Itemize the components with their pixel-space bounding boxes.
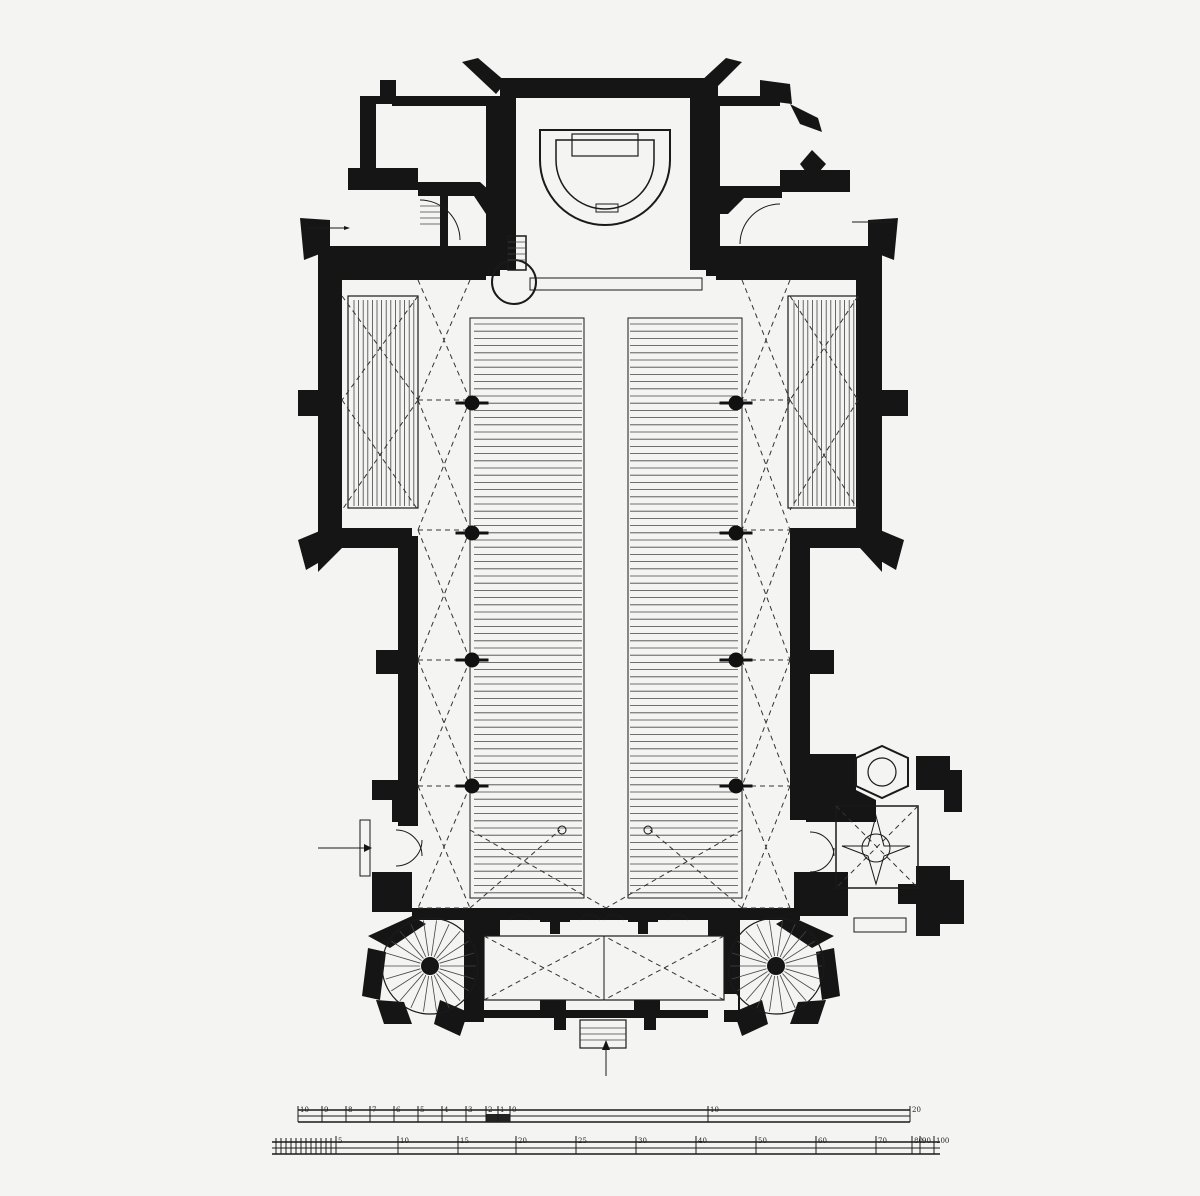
scale-primary-tick-label: 20 (912, 1106, 921, 1114)
scale-secondary-tick-label: 50 (758, 1137, 767, 1145)
scale-primary-tick-label: 4 (444, 1106, 449, 1114)
side-chapel (806, 744, 964, 936)
scale-secondary-tick-label: 60 (818, 1137, 827, 1145)
scale-secondary-tick-label: 20 (518, 1137, 527, 1145)
scale-primary-tick-label: 2 (488, 1106, 492, 1114)
scale-secondary-tick-label: 80 (914, 1137, 923, 1145)
scale-secondary-tick-label: 15 (460, 1137, 469, 1145)
scale-secondary-tick-label: 25 (578, 1137, 587, 1145)
transept-walls (298, 276, 908, 572)
apse (462, 58, 742, 270)
scale-secondary-tick-label: 40 (698, 1137, 707, 1145)
right-sacristy (706, 80, 898, 280)
scale-primary-tick-label: 1 (500, 1106, 504, 1114)
scale-bar-secondary (272, 1136, 940, 1155)
scale-primary-tick-label: 7 (372, 1106, 376, 1114)
scale-secondary-tick-label: 5 (338, 1137, 342, 1145)
scale-secondary-tick-label: 30 (638, 1137, 647, 1145)
scale-primary-tick-label: 10 (710, 1106, 719, 1114)
scale-secondary-tick-label: 100 (936, 1137, 949, 1145)
scale-primary-tick-label: 8 (348, 1106, 352, 1114)
nave-interior (341, 277, 859, 909)
nave-walls (318, 536, 848, 920)
scale-primary-tick-label: 10 (300, 1106, 309, 1114)
scale-primary-tick-label: 5 (420, 1106, 424, 1114)
scale-secondary-tick-label: 90 (922, 1137, 931, 1145)
scale-secondary-tick-label: 70 (878, 1137, 887, 1145)
scale-bar-primary (297, 1106, 911, 1123)
scale-primary-tick-label: 0 (512, 1106, 516, 1114)
left-gallery-benches (347, 295, 419, 509)
narthex (468, 914, 740, 1076)
scale-primary-tick-label: 9 (324, 1106, 328, 1114)
right-tower (727, 916, 840, 1036)
scale-secondary-tick-label: 10 (400, 1137, 409, 1145)
scale-primary-tick-label: 3 (468, 1106, 472, 1114)
left-tower (362, 916, 484, 1036)
pulpit (491, 235, 538, 305)
scale-primary-tick-label: 6 (396, 1106, 401, 1114)
left-sacristy (300, 80, 500, 280)
right-gallery-benches (787, 295, 859, 509)
